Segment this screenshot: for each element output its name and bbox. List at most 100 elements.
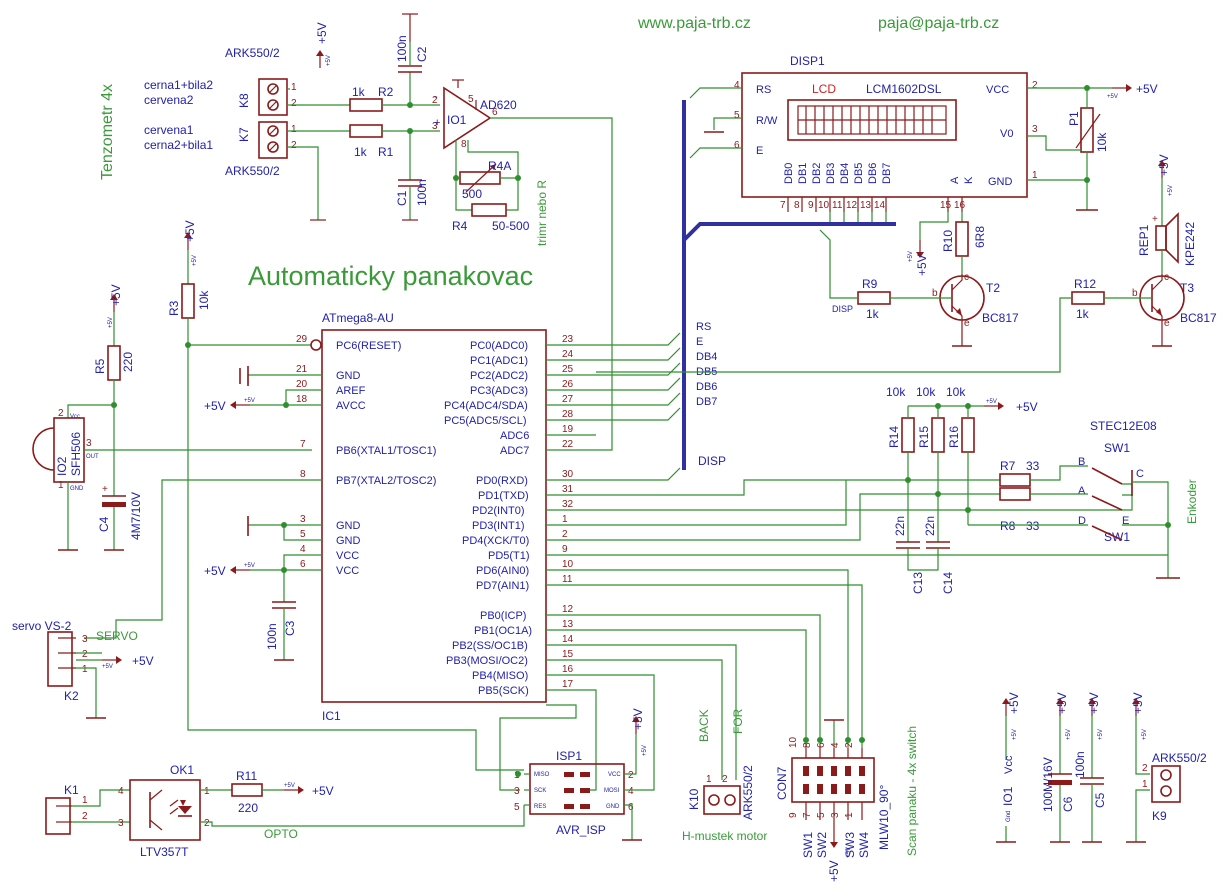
ic1-lpin-label: VCC <box>336 550 359 562</box>
svg-text:2: 2 <box>82 811 88 822</box>
pwr-servo: +5V <box>132 654 154 668</box>
ic1-lpin-label: AVCC <box>336 400 366 412</box>
ic1-lpin-label: GND <box>336 370 361 382</box>
enkoder-label: Enkoder <box>1185 479 1199 524</box>
t3-type: BC817 <box>1180 311 1217 325</box>
rep1-name: REP1 <box>1137 224 1151 256</box>
r11-resistor <box>231 783 263 797</box>
c6-name: C6 <box>1061 796 1075 812</box>
svg-text:3: 3 <box>118 818 124 829</box>
ic1-rpin-label: PD2(INT0) <box>472 505 525 517</box>
svg-text:1: 1 <box>706 774 712 785</box>
pwr-avcc: +5V <box>204 399 226 413</box>
r7-resistor <box>999 473 1031 487</box>
ic1-rpin-num: 10 <box>562 559 574 570</box>
disp1-db7: DB7 <box>881 163 893 184</box>
for-label: FOR <box>731 708 745 734</box>
r15-value: 10k <box>916 385 936 399</box>
c6-plate2 <box>1048 780 1072 785</box>
r8-name: R8 <box>1000 519 1016 533</box>
ic1-rpin-label: PB3(MOSI/OC2) <box>446 655 528 667</box>
pwr-r3: +5V <box>183 220 197 242</box>
pwr-enc-sm: +5V <box>986 399 997 405</box>
ic1-lpin-label: AREF <box>336 385 366 397</box>
disp1-db2: DB2 <box>811 163 823 184</box>
pwr-k8: +5V <box>315 22 329 44</box>
svg-text:3: 3 <box>1032 124 1038 135</box>
svg-text:b: b <box>932 288 938 299</box>
ic1-left-pins: 29 PC6(RESET) 21 GND 20 AREF 18 AVCC 7 P… <box>296 334 436 577</box>
email-text: paja@paja-trb.cz <box>878 15 999 32</box>
pwr-k9-sm: +5V <box>1142 729 1148 740</box>
ic1-rpin-label: ADC7 <box>500 445 529 457</box>
bus-db4: DB4 <box>696 351 717 363</box>
svg-text:4: 4 <box>734 80 740 91</box>
disp1-pin-k: K <box>963 176 975 184</box>
ok1-type: LTV357T <box>140 845 189 859</box>
r7-value: 33 <box>1026 459 1040 473</box>
ic1-lpin-num: 8 <box>300 469 306 480</box>
r11-name: R11 <box>236 769 257 783</box>
c5-value: 100n <box>1073 751 1087 778</box>
r12-resistor <box>1071 291 1105 305</box>
pwr-enc: +5V <box>1016 400 1038 414</box>
disp1-db0: DB0 <box>783 163 795 184</box>
r4-value: 50-500 <box>492 219 530 233</box>
con7-name: CON7 <box>775 766 789 800</box>
k8-type: ARK550/2 <box>225 46 280 60</box>
sw1-pin-a: A <box>1078 485 1086 497</box>
con7-type: MLW10_90° <box>877 785 891 850</box>
r9-resistor <box>857 291 891 305</box>
svg-text:14: 14 <box>874 200 886 211</box>
io2-pin-gnd: GND <box>70 486 84 492</box>
svg-text:2: 2 <box>1032 80 1038 91</box>
ic1-rpin-num: 11 <box>562 574 573 585</box>
pwr-k9: +5V <box>1131 692 1145 714</box>
svg-text:1: 1 <box>1032 170 1038 181</box>
opto-label: OPTO <box>264 827 298 841</box>
svg-text:4: 4 <box>628 786 634 797</box>
ic1-rpin-label: PD6(AIN0) <box>476 565 529 577</box>
io2-pin-out: OUT <box>86 454 99 460</box>
svg-text:3: 3 <box>82 634 88 645</box>
svg-text:10: 10 <box>818 200 830 211</box>
c2-value: 100n <box>395 35 409 62</box>
svg-text:c: c <box>1164 272 1169 283</box>
k7-name: K7 <box>237 127 251 142</box>
io1-opamp <box>443 86 492 150</box>
pwr-isp: +5V <box>631 708 645 730</box>
svg-text:3: 3 <box>86 438 92 449</box>
isp1-pin-gnd: GND <box>606 804 620 810</box>
r10-name: R10 <box>941 230 955 252</box>
ok1-name: OK1 <box>170 763 194 777</box>
c13-name: C13 <box>911 572 925 594</box>
isp1-pin-res: RES <box>534 804 546 810</box>
isp1-pin-vcc: VCC <box>608 772 621 778</box>
pwr-io1-sm: +5V <box>1012 729 1018 740</box>
io1-type: AD620 <box>480 98 517 112</box>
k1-connector <box>45 797 71 835</box>
svg-text:1: 1 <box>58 480 64 491</box>
svg-text:2: 2 <box>58 408 64 419</box>
disp1-type: LCM1602DSL <box>866 82 942 96</box>
svg-text:6: 6 <box>628 802 634 813</box>
disp1-pin-rw: R/W <box>756 115 778 127</box>
disp-bus-label: DISP <box>698 454 726 468</box>
r4a-resistor <box>459 171 501 185</box>
rep1-buzzer <box>1155 225 1167 251</box>
pwr-c5: +5V <box>1087 692 1101 714</box>
pwr-led-sm: +5V <box>908 251 914 262</box>
rep1-type: KPE242 <box>1183 222 1197 266</box>
r15-name: R15 <box>917 426 931 448</box>
svg-text:3: 3 <box>514 786 520 797</box>
svg-text:1: 1 <box>82 795 88 806</box>
r10-value: 6R8 <box>973 226 987 248</box>
ic1-rpin-num: 25 <box>562 364 574 375</box>
isp1-type: AVR_ISP <box>556 823 606 837</box>
ic1-rpin-label: PC3(ADC3) <box>470 385 528 397</box>
sw1-name-top: SW1 <box>1104 441 1130 455</box>
svg-text:11: 11 <box>832 200 843 211</box>
ic1-rpin-label: PC2(ADC2) <box>470 370 528 382</box>
ic1-rpin-num: 14 <box>562 634 574 645</box>
